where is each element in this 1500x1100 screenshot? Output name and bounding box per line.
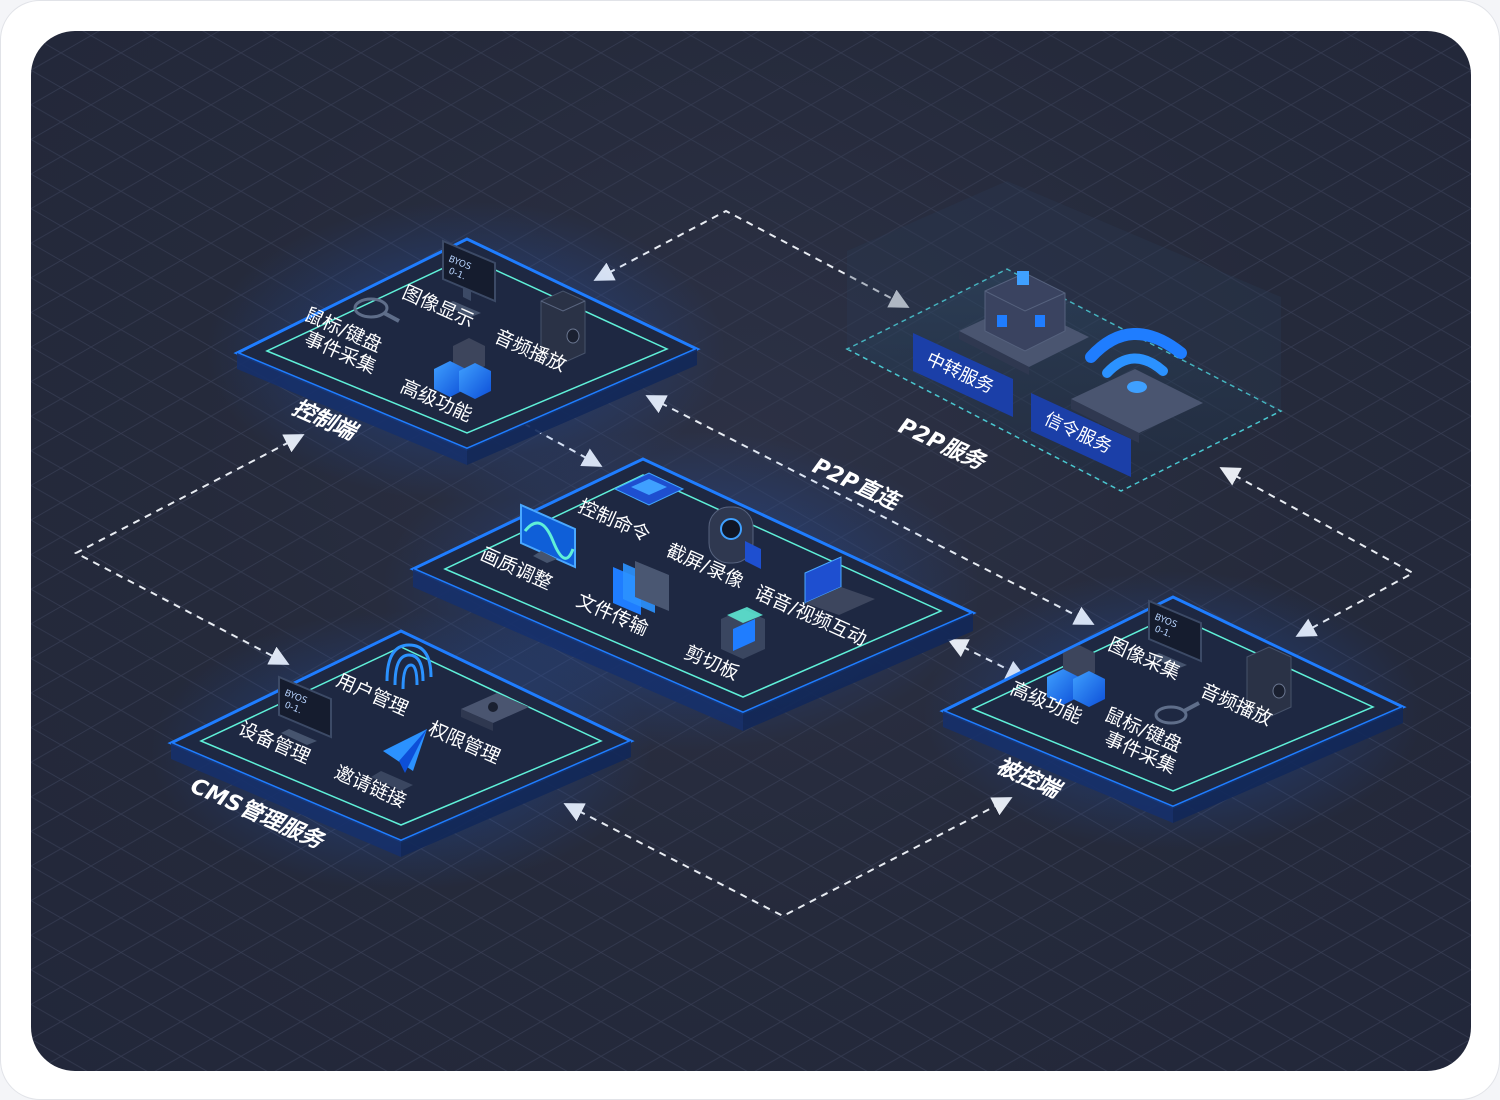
- p2p-dashed-region: [845, 268, 1283, 492]
- diagram-canvas: BYOS 0-1. 图像显示 鼠标/键盘 事件采集 音频播放 高级功能 控制端: [31, 31, 1471, 1071]
- cms-node: BYOS 0-1. 用户管理 设备管理 权限管理 邀请链接 CMS管理服务: [151, 611, 651, 891]
- control-node: BYOS 0-1. 图像显示 鼠标/键盘 事件采集 音频播放 高级功能 控制端: [206, 201, 726, 501]
- controlled-platform-side-right: [1173, 707, 1403, 823]
- architecture-diagram: BYOS 0-1. 图像显示 鼠标/键盘 事件采集 音频播放 高级功能 控制端: [31, 31, 1471, 1071]
- center-platform-side-right: [743, 613, 973, 731]
- camera-icon: [708, 506, 761, 569]
- magnifier-icon: [353, 297, 400, 323]
- folder-icon: [613, 561, 669, 615]
- paper-plane-icon: [371, 729, 427, 791]
- control-platform-side-right: [467, 349, 697, 465]
- capture-monitor-icon: BYOS 0-1.: [1148, 599, 1202, 669]
- control-to-p2p-line: [593, 209, 910, 308]
- cms-platform-side: [171, 743, 401, 857]
- control-platform-side: [237, 353, 467, 465]
- laptop-icon: [804, 556, 875, 615]
- cms-inner-border: [199, 646, 603, 826]
- controlled-magnifier-icon: [1154, 701, 1200, 725]
- quality-monitor-icon: [520, 503, 576, 569]
- clipboard-icon: [721, 607, 765, 659]
- control-to-cms-line: [73, 434, 305, 665]
- chip-icon: [613, 472, 685, 506]
- controlled-cubes-icon: [1047, 645, 1105, 707]
- cms-to-controlled-line: [563, 797, 1013, 918]
- controlled-inner-border: [971, 614, 1375, 792]
- lock-icon: [461, 693, 529, 731]
- controlled-platform-side: [943, 711, 1173, 823]
- wifi-icon: [1071, 327, 1203, 443]
- fingerprint-icon: [385, 643, 433, 690]
- control-inner-border: [265, 256, 669, 434]
- cms-platform-side-right: [401, 741, 631, 857]
- speaker-icon: [540, 290, 586, 364]
- center-node: 控制命令 画质调整 截屏/录像 语音/视频互动 文件传输 剪切板: [381, 431, 981, 751]
- device-monitor-icon: BYOS 0-1.: [278, 675, 332, 745]
- monitor-icon: BYOS 0-1.: [442, 239, 496, 317]
- center-platform-side: [413, 569, 743, 731]
- center-inner-border: [443, 474, 943, 698]
- relay-server-icon: [959, 271, 1089, 375]
- controlled-node: BYOS 0-1. 图像采集 高级功能 音频播放 鼠标/键盘 事件采集 被控端: [923, 571, 1423, 851]
- cubes-icon: [434, 338, 491, 399]
- controlled-speaker-icon: [1246, 646, 1292, 718]
